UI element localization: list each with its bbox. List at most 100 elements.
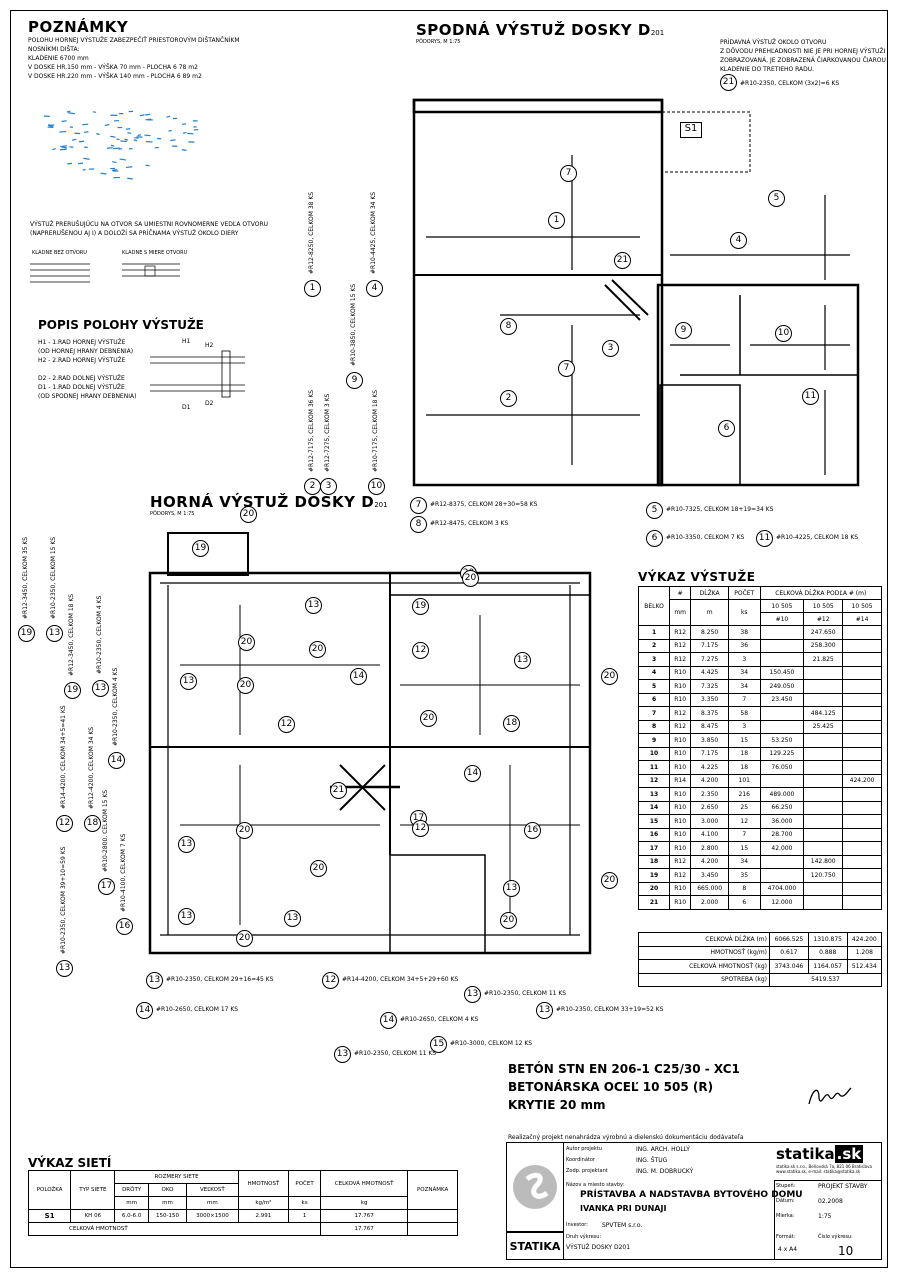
marker-20: 20 <box>601 872 618 889</box>
rebar-cell: R12 <box>669 706 692 721</box>
rebar-cell <box>842 625 882 640</box>
rebar-cell: 23.450 <box>759 692 805 707</box>
rebar-pos: 18 <box>637 854 671 869</box>
rebar-cell <box>803 841 844 856</box>
mesh-h-type: TYP SIETE <box>70 1170 116 1210</box>
rebar-cell: 7.275 <box>690 652 729 667</box>
marker-20: 20 <box>310 860 327 877</box>
rebar-cell: 21.825 <box>803 652 844 667</box>
mesh-unit: ks <box>288 1196 322 1210</box>
rebar-cell: 76.050 <box>759 760 805 775</box>
rebar-cell: R10 <box>669 800 692 815</box>
rebar-cell <box>842 652 882 667</box>
mesh-cell: 6.0-6.0 <box>114 1209 149 1223</box>
col-belko: BELKO <box>637 586 671 626</box>
marker-13: 13 <box>178 836 195 853</box>
rebar-cell: 2.350 <box>690 787 729 802</box>
rebar-cell: R10 <box>669 679 692 694</box>
brand-tld: .sk <box>834 1145 864 1163</box>
horizontal-callout: #R10-3000, CELKOM 12 KS <box>450 1040 533 1047</box>
marker-12: 12 <box>412 820 429 837</box>
steel-3: 10 505 <box>842 599 882 613</box>
mesh-cell: 17.767 <box>320 1209 409 1223</box>
rebar-cell: 3.450 <box>690 868 729 883</box>
investor-label: Investor: <box>566 1222 588 1228</box>
rebar-pos: 21 <box>637 895 671 910</box>
rebar-cell: R10 <box>669 895 692 910</box>
rebar-cell <box>842 854 882 869</box>
rebar-pos: 11 <box>637 760 671 775</box>
rebar-cell: 3.850 <box>690 733 729 748</box>
rebar-cell: 101 <box>727 773 761 788</box>
marker-20: 20 <box>237 677 254 694</box>
tb-row-label: Koordinátor <box>566 1157 595 1163</box>
rebar-pos: 15 <box>637 814 671 829</box>
notes-lines: POLOHU HORNEJ VÝSTUŽE ZABEZPEČIŤ PRIESTO… <box>28 36 240 81</box>
rebar-cell: 424.200 <box>842 773 882 788</box>
rebar-cell <box>842 706 882 721</box>
rebar-cell: 216 <box>727 787 761 802</box>
vertical-callout: #R12-3450, CELKOM 18 KS <box>68 593 75 676</box>
marker-8: 8 <box>410 516 427 533</box>
rebar-pos: 17 <box>637 841 671 856</box>
mesh-sub-wires: DRÔTY <box>114 1183 149 1197</box>
rebar-total-label: CELKOVÁ DĹŽKA (m) <box>638 932 770 947</box>
rebar-cell: 6 <box>727 895 761 910</box>
mesh-s1-tag: S1 <box>680 122 702 138</box>
rebar-cell: R10 <box>669 665 692 680</box>
vertical-callout: #R10-2350, CELKOM 15 KS <box>50 536 57 619</box>
rebar-pos: 6 <box>637 692 671 707</box>
tb-row-label: Autor projektu <box>566 1146 602 1152</box>
date-label: Dátum: <box>776 1198 795 1204</box>
mesh-total-value: 17.767 <box>320 1222 409 1236</box>
marker-13: 13 <box>464 986 481 1003</box>
opening-detail-sketch <box>30 263 180 283</box>
rebar-cell: 38 <box>727 625 761 640</box>
bottom-plan-title-sub: 201 <box>650 29 665 37</box>
rebar-cell: 484.125 <box>803 706 844 721</box>
mesh-unit: kg/m² <box>237 1196 290 1210</box>
tb-row-value: ING. ŠTUG <box>636 1157 668 1164</box>
marker-4: 4 <box>366 280 383 297</box>
opening-note-line: PRÍDAVNÁ VÝSTUŽ OKOLO OTVORU <box>720 39 827 46</box>
rebar-cell: 3 <box>727 719 761 734</box>
marker-4: 4 <box>730 232 747 249</box>
popis-line: H1 - 1.RAD HORNEJ VÝSTUŽE <box>38 339 126 346</box>
horizontal-callout: #R10-2650, CELKOM 4 KS <box>400 1016 479 1023</box>
rebar-cell: 3.000 <box>690 814 729 829</box>
vertical-callout: #R12-4200, CELKOM 34 KS <box>88 726 95 809</box>
project-label: Názov a miesto stavby: <box>566 1182 625 1188</box>
marker-19: 19 <box>412 598 429 615</box>
rebar-cell <box>759 638 805 653</box>
rebar-cell: 58 <box>727 706 761 721</box>
rebar-cell <box>803 800 844 815</box>
marker-21: 21 <box>330 782 347 799</box>
rebar-pos: 9 <box>637 733 671 748</box>
popis-label-d2: D2 <box>205 400 214 407</box>
marker-14: 14 <box>108 752 125 769</box>
marker-16: 16 <box>524 822 541 839</box>
marker-19: 19 <box>192 540 209 557</box>
sheet-label: Číslo výkresu: <box>818 1234 853 1240</box>
rebar-cell: 4.225 <box>690 760 729 775</box>
marker-20: 20 <box>236 930 253 947</box>
marker-12: 12 <box>412 642 429 659</box>
marker-21: 21 <box>614 252 631 269</box>
rebar-cell: 8 <box>727 881 761 896</box>
marker-13: 13 <box>178 908 195 925</box>
marker-10: 10 <box>775 325 792 342</box>
drawing-frame <box>10 10 888 1268</box>
marker-7: 7 <box>560 165 577 182</box>
rebar-cell: 7.325 <box>690 679 729 694</box>
vertical-callout: #R12-7275, CELKOM 3 KS <box>324 393 331 472</box>
rebar-table-title: VÝKAZ VÝSTUŽE <box>638 570 756 584</box>
rebar-cell: 489.000 <box>759 787 805 802</box>
rebar-pos: 3 <box>637 652 671 667</box>
